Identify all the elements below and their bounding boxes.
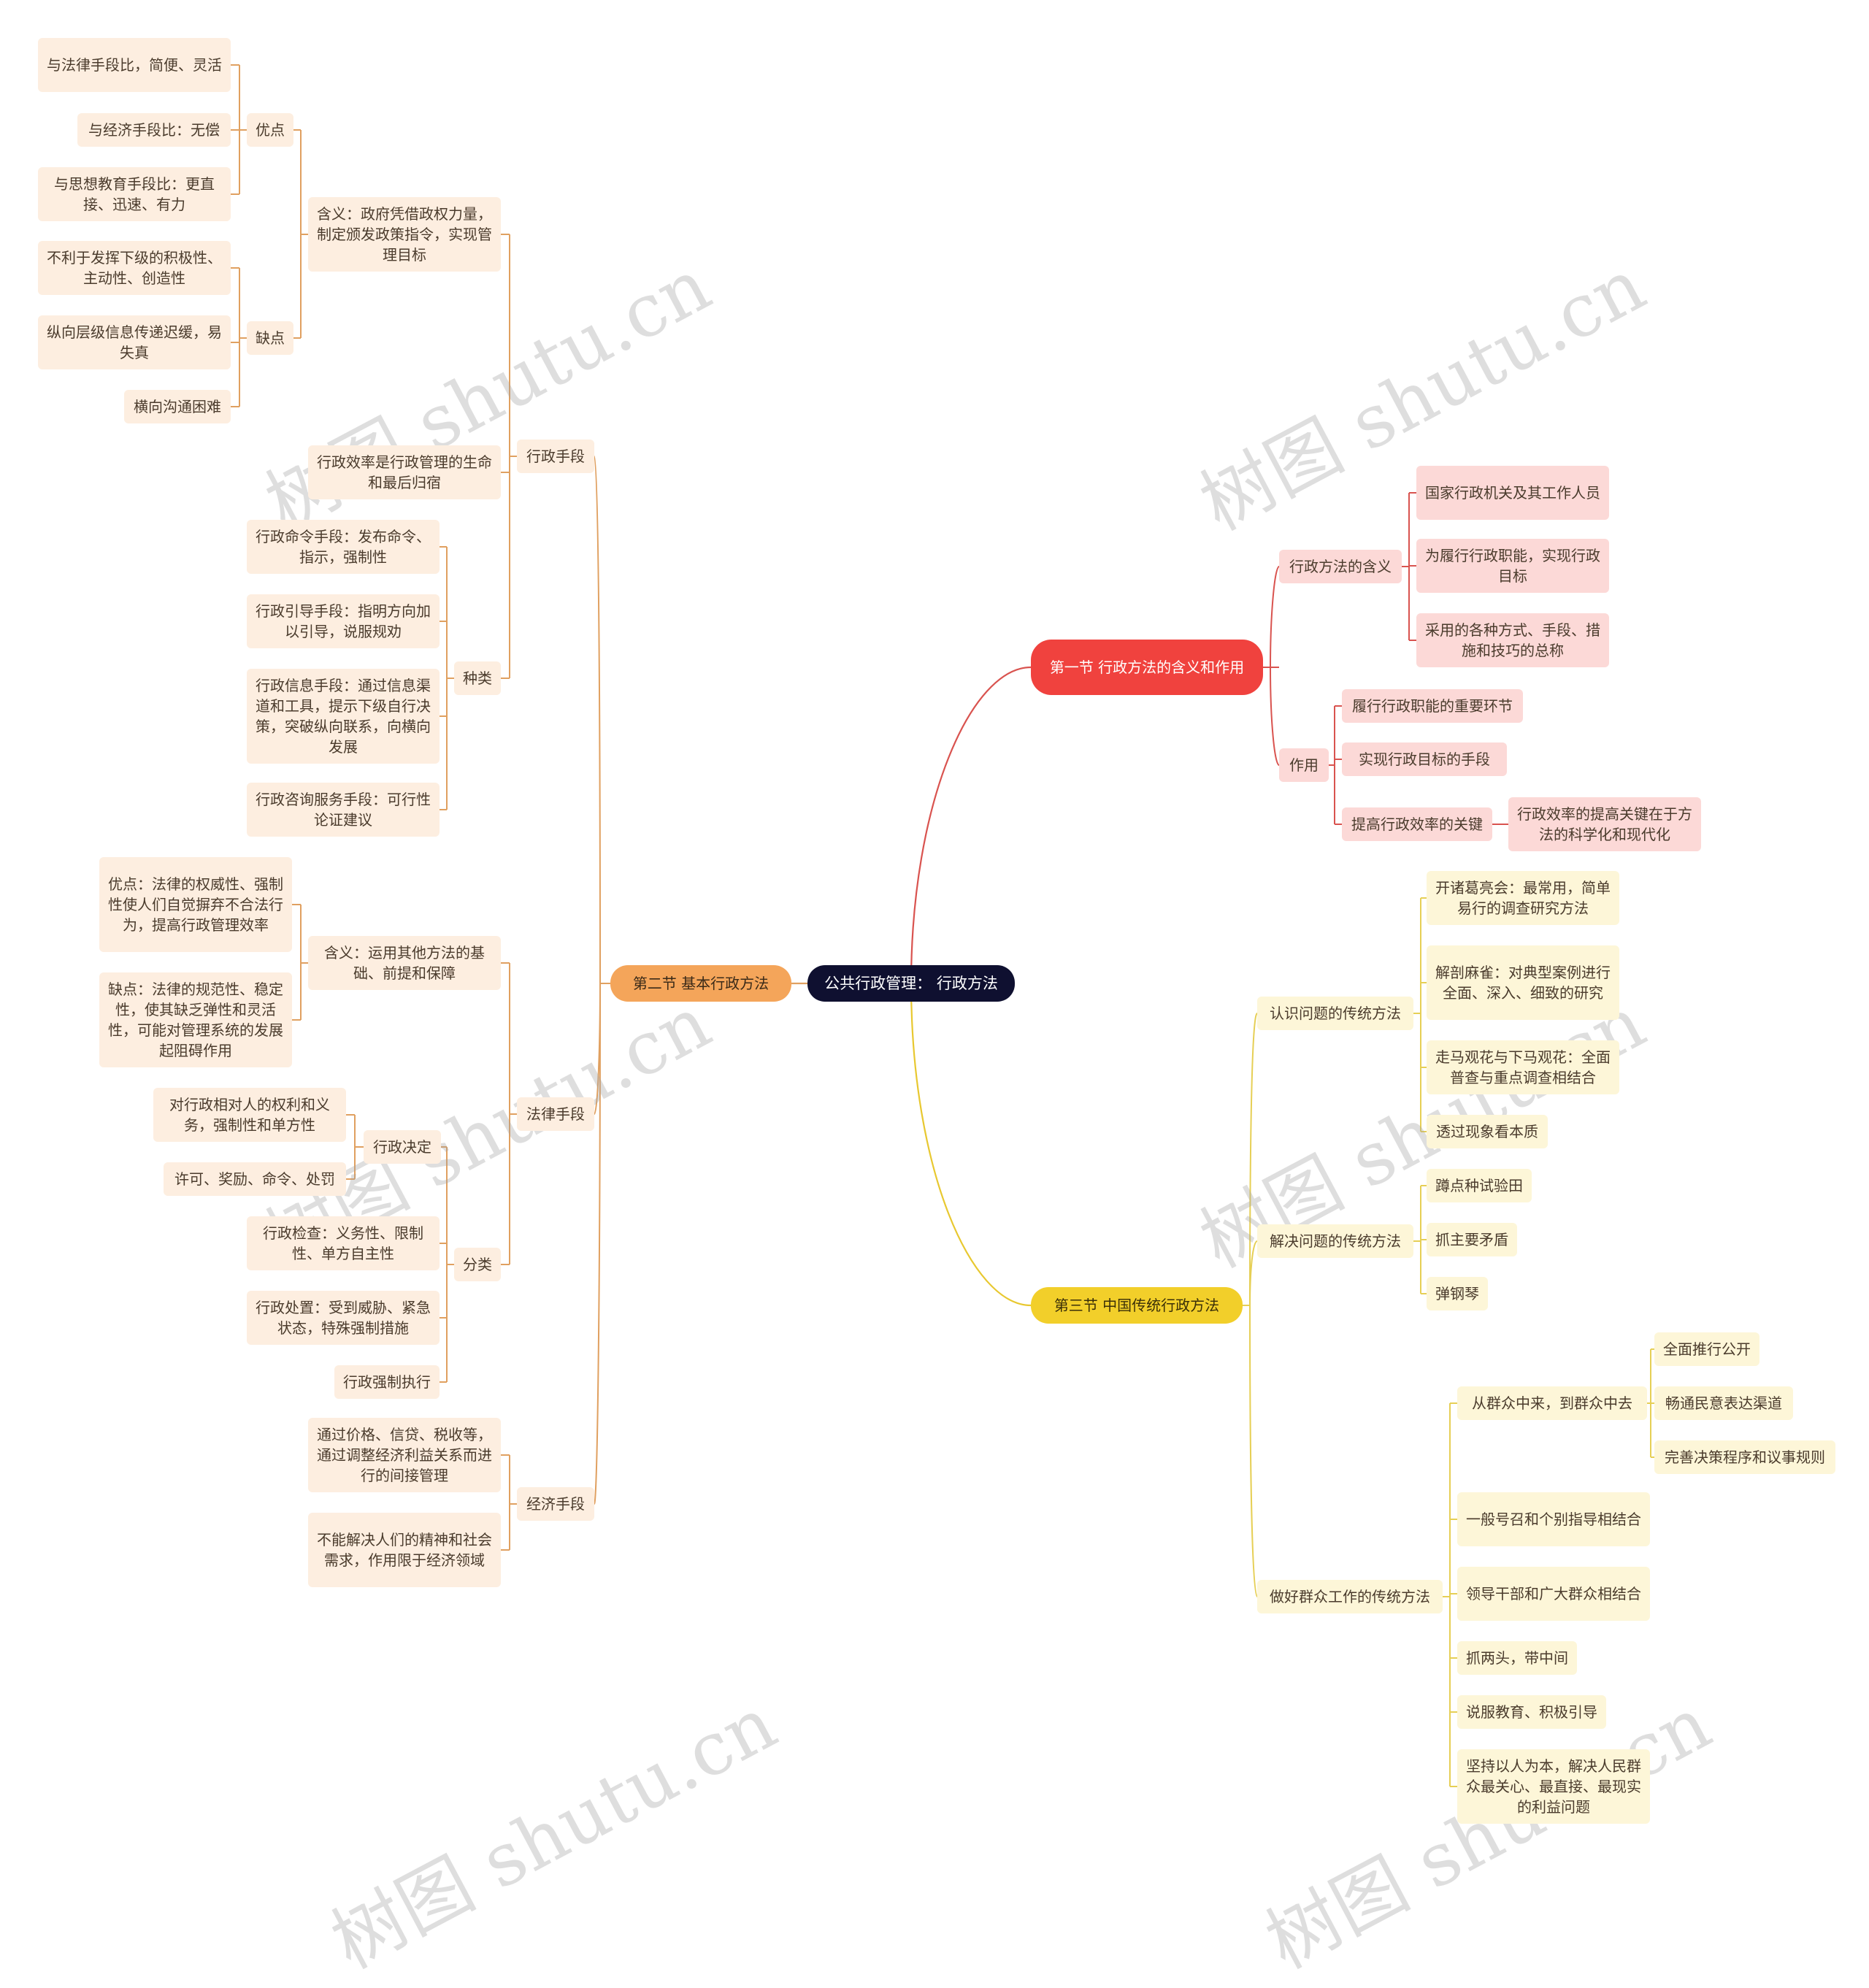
sec3-solve-item[interactable]: 蹲点种试验田 — [1427, 1169, 1532, 1202]
sec2-law-other-item[interactable]: 行政检查：义务性、限制性、单方自主性 — [247, 1216, 440, 1270]
sec2-law-decision-item[interactable]: 对行政相对人的权利和义务，强制性和单方性 — [153, 1088, 346, 1142]
sec2-admin-cons-item[interactable]: 不利于发挥下级的积极性、主动性、创造性 — [38, 241, 231, 295]
sec1-meaning-item[interactable]: 采用的各种方式、手段、措施和技巧的总称 — [1416, 613, 1609, 667]
sec2-law-con[interactable]: 缺点：法律的规范性、稳定性，使其缺乏弹性和灵活性，可能对管理系统的发展起阻碍作用 — [99, 972, 292, 1067]
sec2-law-pro[interactable]: 优点：法律的权威性、强制性使人们自觉摒弃不合法行为，提高行政管理效率 — [99, 857, 292, 952]
sec2-econ-item[interactable]: 不能解决人们的精神和社会需求，作用限于经济领域 — [308, 1513, 501, 1587]
sec1-meaning-item[interactable]: 为履行行政职能，实现行政目标 — [1416, 539, 1609, 593]
connector-line — [1270, 566, 1280, 668]
sec2-law-other-item[interactable]: 行政处置：受到威胁、紧急状态，特殊强制措施 — [247, 1291, 440, 1345]
sec3-solve-label[interactable]: 解决问题的传统方法 — [1257, 1224, 1413, 1258]
connector-line — [1249, 1013, 1258, 1306]
connector-line — [594, 456, 601, 984]
sec3-mass-line-item[interactable]: 畅通民意表达渠道 — [1654, 1386, 1793, 1420]
sec3-mass-line-label[interactable]: 从群众中来，到群众中去 — [1457, 1386, 1647, 1420]
connector-line — [1249, 1240, 1258, 1306]
sec1-topic[interactable]: 第一节 行政方法的含义和作用 — [1031, 640, 1263, 695]
sec2-law-label[interactable]: 法律手段 — [517, 1097, 594, 1131]
sec2-admin-pros-item[interactable]: 与思想教育手段比：更直接、迅速、有力 — [38, 167, 231, 221]
sec2-admin-meaning[interactable]: 含义：政府凭借政权力量，制定颁发政策指令，实现管理目标 — [308, 197, 501, 272]
sec3-know-item[interactable]: 解剖麻雀：对典型案例进行全面、深入、细致的研究 — [1427, 945, 1619, 1020]
sec3-mass-item[interactable]: 一般号召和个别指导相结合 — [1457, 1492, 1650, 1546]
sec2-admin-types-label[interactable]: 种类 — [454, 661, 501, 695]
sec2-admin-efficiency[interactable]: 行政效率是行政管理的生命和最后归宿 — [308, 445, 501, 499]
connector-line — [594, 983, 601, 1115]
sec3-solve-item[interactable]: 弹钢琴 — [1427, 1277, 1488, 1310]
sec2-admin-pros-label[interactable]: 优点 — [247, 113, 293, 147]
sec1-role-label[interactable]: 作用 — [1279, 748, 1329, 782]
sec1-meaning-label[interactable]: 行政方法的含义 — [1279, 550, 1402, 583]
sec2-admin-type-item[interactable]: 行政信息手段：通过信息渠道和工具，提示下级自行决策，突破纵向联系，向横向发展 — [247, 669, 440, 764]
sec1-role-item[interactable]: 提高行政效率的关键 — [1342, 807, 1492, 841]
sec1-meaning-item[interactable]: 国家行政机关及其工作人员 — [1416, 466, 1609, 520]
sec3-mass-line-item[interactable]: 完善决策程序和议事规则 — [1654, 1440, 1835, 1474]
sec2-admin-cons-item[interactable]: 纵向层级信息传递迟缓，易失真 — [38, 315, 231, 369]
sec3-solve-item[interactable]: 抓主要矛盾 — [1427, 1223, 1517, 1256]
sec2-admin-cons-item[interactable]: 横向沟通困难 — [124, 390, 231, 423]
sec2-econ-label[interactable]: 经济手段 — [517, 1487, 594, 1521]
sec2-admin-pros-item[interactable]: 与法律手段比，简便、灵活 — [38, 38, 231, 92]
sec3-mass-item[interactable]: 坚持以人为本，解决人民群众最关心、最直接、最现实的利益问题 — [1457, 1749, 1650, 1824]
sec2-law-class-label[interactable]: 分类 — [454, 1248, 501, 1281]
sec1-role-item[interactable]: 实现行政目标的手段 — [1342, 742, 1507, 776]
sec2-admin-type-item[interactable]: 行政咨询服务手段：可行性论证建议 — [247, 783, 440, 837]
sec2-law-decision-label[interactable]: 行政决定 — [364, 1130, 441, 1164]
connector-line — [1249, 1305, 1258, 1597]
sec2-law-decision-item[interactable]: 许可、奖励、命令、处罚 — [164, 1162, 346, 1196]
sec3-mass-item[interactable]: 抓两头，带中间 — [1457, 1641, 1577, 1675]
sec2-admin-type-item[interactable]: 行政引导手段：指明方向加以引导，说服规劝 — [247, 594, 440, 648]
sec3-know-label[interactable]: 认识问题的传统方法 — [1257, 997, 1413, 1030]
connector-line — [1270, 667, 1280, 766]
sec2-law-other-item[interactable]: 行政强制执行 — [334, 1365, 440, 1399]
sec3-know-item[interactable]: 走马观花与下马观花：全面普查与重点调查相结合 — [1427, 1040, 1619, 1094]
sec3-know-item[interactable]: 开诸葛亮会：最常用，简单易行的调查研究方法 — [1427, 871, 1619, 925]
sec3-mass-line-item[interactable]: 全面推行公开 — [1654, 1332, 1759, 1366]
root-topic[interactable]: 公共行政管理： 行政方法 — [807, 965, 1015, 1002]
connector-line — [910, 666, 1032, 984]
connector-lines — [231, 64, 1654, 1787]
sec3-know-item[interactable]: 透过现象看本质 — [1427, 1115, 1548, 1148]
sec2-admin-cons-label[interactable]: 缺点 — [247, 321, 293, 355]
sec2-law-meaning[interactable]: 含义：运用其他方法的基础、前提和保障 — [308, 936, 501, 990]
sec1-role-item[interactable]: 履行行政职能的重要环节 — [1342, 689, 1523, 723]
sec1-role-key-note[interactable]: 行政效率的提高关键在于方法的科学化和现代化 — [1508, 797, 1701, 851]
sec2-econ-item[interactable]: 通过价格、信贷、税收等，通过调整经济利益关系而进行的间接管理 — [308, 1418, 501, 1492]
sec2-admin-pros-item[interactable]: 与经济手段比：无偿 — [77, 113, 231, 147]
sec3-mass-item[interactable]: 领导干部和广大群众相结合 — [1457, 1567, 1650, 1621]
sec3-mass-label[interactable]: 做好群众工作的传统方法 — [1257, 1580, 1443, 1613]
sec2-admin-label[interactable]: 行政手段 — [517, 440, 594, 473]
sec2-topic[interactable]: 第二节 基本行政方法 — [610, 965, 791, 1002]
sec3-mass-item[interactable]: 说服教育、积极引导 — [1457, 1695, 1606, 1729]
sec2-admin-type-item[interactable]: 行政命令手段：发布命令、指示，强制性 — [247, 520, 440, 574]
connector-line — [594, 983, 601, 1505]
connector-line — [910, 983, 1032, 1307]
sec3-topic[interactable]: 第三节 中国传统行政方法 — [1031, 1287, 1243, 1324]
